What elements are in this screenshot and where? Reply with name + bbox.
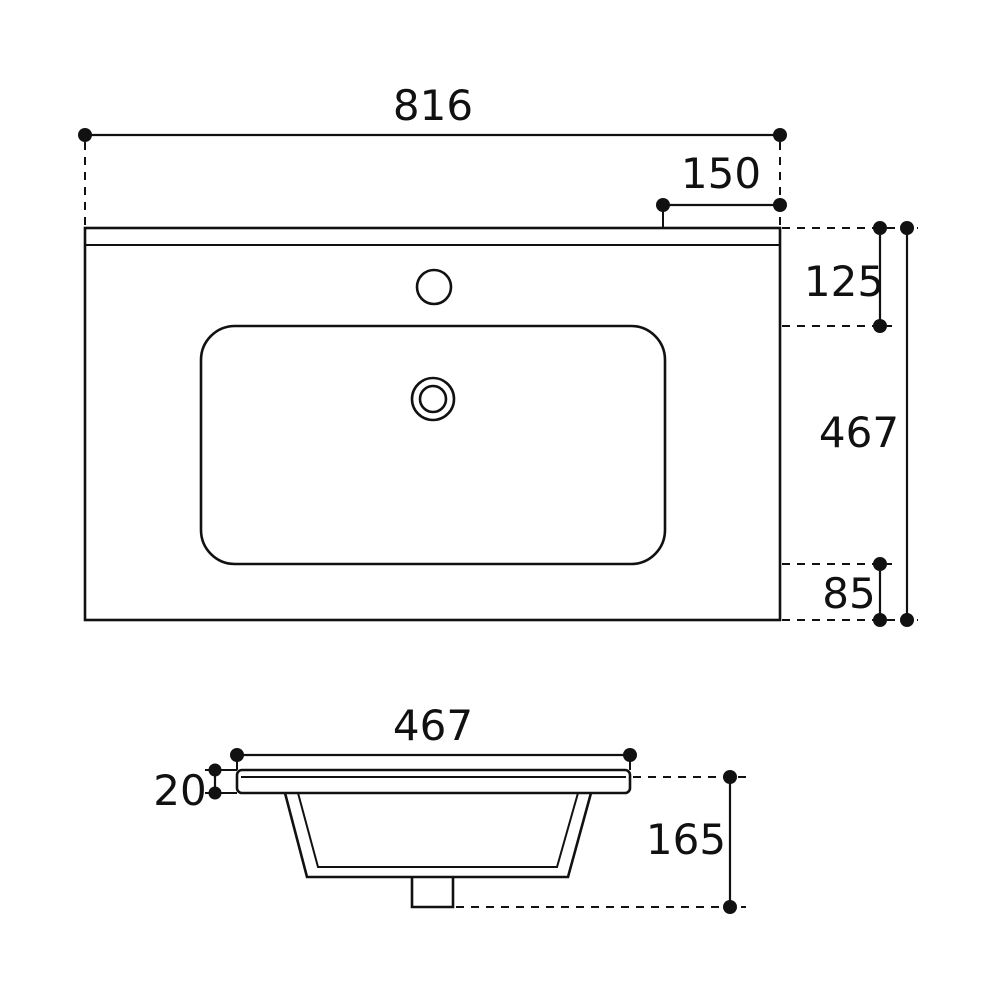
- dimension-basin-depth: 165: [456, 770, 746, 914]
- section-view: 467 20 165: [153, 701, 746, 914]
- bowl-inner-wall: [297, 792, 579, 868]
- dimension-tap-ledge: 150: [656, 149, 787, 244]
- dimension-basin-top-width: 467: [230, 701, 637, 770]
- countertop-outline: [83, 226, 782, 622]
- dimension-dot: [208, 786, 222, 800]
- dim-label-overall-depth: 467: [819, 408, 899, 457]
- dimension-dot: [773, 128, 787, 142]
- dimension-dot: [723, 770, 737, 784]
- dimension-dot: [873, 557, 887, 571]
- drain-outer-ring: [410, 376, 456, 422]
- dimension-dot: [873, 221, 887, 235]
- dimension-dot: [900, 613, 914, 627]
- dimension-dot: [656, 198, 670, 212]
- dimension-dot: [873, 319, 887, 333]
- dimension-overall-width: 816: [78, 81, 787, 228]
- plan-view: 816 150 125: [78, 81, 918, 627]
- rim-slab-outline: [235, 768, 632, 795]
- dimension-dot: [873, 613, 887, 627]
- dimension-dot: [723, 900, 737, 914]
- dimension-dot: [623, 748, 637, 762]
- dimension-dot: [900, 221, 914, 235]
- dimension-dot: [773, 198, 787, 212]
- drain-stub: [410, 877, 455, 909]
- dim-label-basin-top-width: 467: [393, 701, 473, 750]
- dim-label-front-ledge: 85: [822, 569, 875, 618]
- bowl-outer-wall: [283, 792, 593, 879]
- dim-label-rim-thickness: 20: [153, 766, 206, 815]
- drain-inner-ring: [418, 384, 448, 414]
- dim-label-tap-ledge: 150: [681, 149, 761, 198]
- dimension-right-side: 125 85 467: [782, 221, 918, 627]
- dimension-rim-thickness: 20: [153, 763, 237, 815]
- dim-label-overall-width: 816: [393, 81, 473, 130]
- dim-label-back-ledge: 125: [804, 257, 884, 306]
- tap-hole: [415, 268, 453, 306]
- dim-label-basin-depth: 165: [646, 815, 726, 864]
- basin-outline: [199, 324, 667, 566]
- dimension-dot: [208, 763, 222, 777]
- dimension-dot: [230, 748, 244, 762]
- dimension-dot: [78, 128, 92, 142]
